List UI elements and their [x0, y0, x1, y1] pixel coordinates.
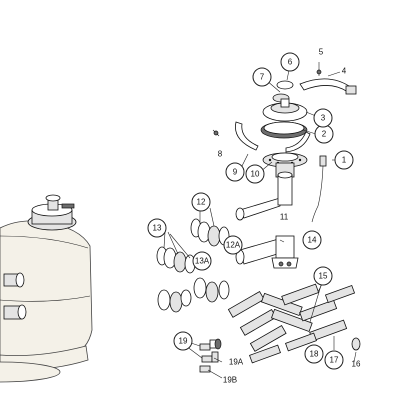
callout-12-label: 12: [197, 198, 206, 207]
part-6-o-ring: [276, 80, 294, 90]
callout-1: 1: [334, 150, 354, 170]
callout-12: 12: [191, 192, 211, 212]
filter-tank: [0, 194, 93, 383]
callout-10-label: 10: [251, 170, 260, 179]
callout-15-label: 15: [319, 272, 328, 281]
callout-10: 10: [245, 164, 265, 184]
label-5: 5: [319, 48, 324, 57]
leader-lines: [163, 69, 357, 379]
part-16-end-cap: [351, 337, 361, 351]
part-12-union-set: [190, 218, 230, 247]
callout-13a: 13A: [192, 251, 212, 271]
part-4-clamp-bracket: [299, 78, 357, 95]
part-3-lid: [262, 98, 308, 122]
callout-13-label: 13: [153, 224, 162, 233]
callout-12a-label: 12A: [226, 241, 241, 250]
callout-16-label: 16: [352, 360, 361, 369]
callout-9-label: 9: [233, 168, 238, 177]
callout-6-label: 6: [288, 58, 293, 67]
callout-19-label: 19: [179, 337, 188, 346]
part-2-gasket: [260, 121, 308, 139]
label-8: 8: [218, 150, 223, 159]
callout-18-label: 18: [310, 350, 319, 359]
callout-3-label: 3: [321, 114, 326, 123]
part-13-union-set: [156, 246, 196, 274]
callout-14-label: 14: [308, 236, 317, 245]
callout-13a-label: 13A: [195, 257, 210, 266]
callout-7-label: 7: [260, 73, 265, 82]
callout-9: 9: [225, 162, 245, 182]
callout-16: 16: [352, 360, 361, 369]
part-5-screw: [316, 62, 322, 76]
callout-15: 15: [313, 266, 333, 286]
laterals-group: [227, 283, 356, 364]
label-4: 4: [342, 67, 347, 76]
callout-1-label: 1: [342, 156, 347, 165]
callout-12a: 12A: [223, 235, 243, 255]
callout-14: 14: [302, 230, 322, 250]
callout-13: 13: [147, 218, 167, 238]
label-11: 11: [280, 213, 289, 222]
callout-3: 3: [313, 108, 333, 128]
clamp-halves: [235, 121, 311, 153]
part-14-elbow-pipe: [235, 235, 299, 269]
union-set-lower: [157, 277, 230, 313]
label-19b: 19B: [223, 376, 237, 385]
part-11-elbow-pipe: [235, 171, 293, 221]
callout-2-label: 2: [322, 130, 327, 139]
callout-17-label: 17: [330, 356, 339, 365]
callout-18: 18: [304, 344, 324, 364]
callout-7: 7: [252, 67, 272, 87]
callout-19: 19: [173, 331, 193, 351]
callout-6: 6: [280, 52, 300, 72]
callout-2: 2: [314, 124, 334, 144]
part-19-drain-parts: [199, 338, 222, 373]
part-1-air-relief-tube: [311, 155, 327, 223]
label-19a: 19A: [229, 358, 244, 367]
callout-17: 17: [324, 350, 344, 370]
part-8-screw: [212, 129, 220, 137]
